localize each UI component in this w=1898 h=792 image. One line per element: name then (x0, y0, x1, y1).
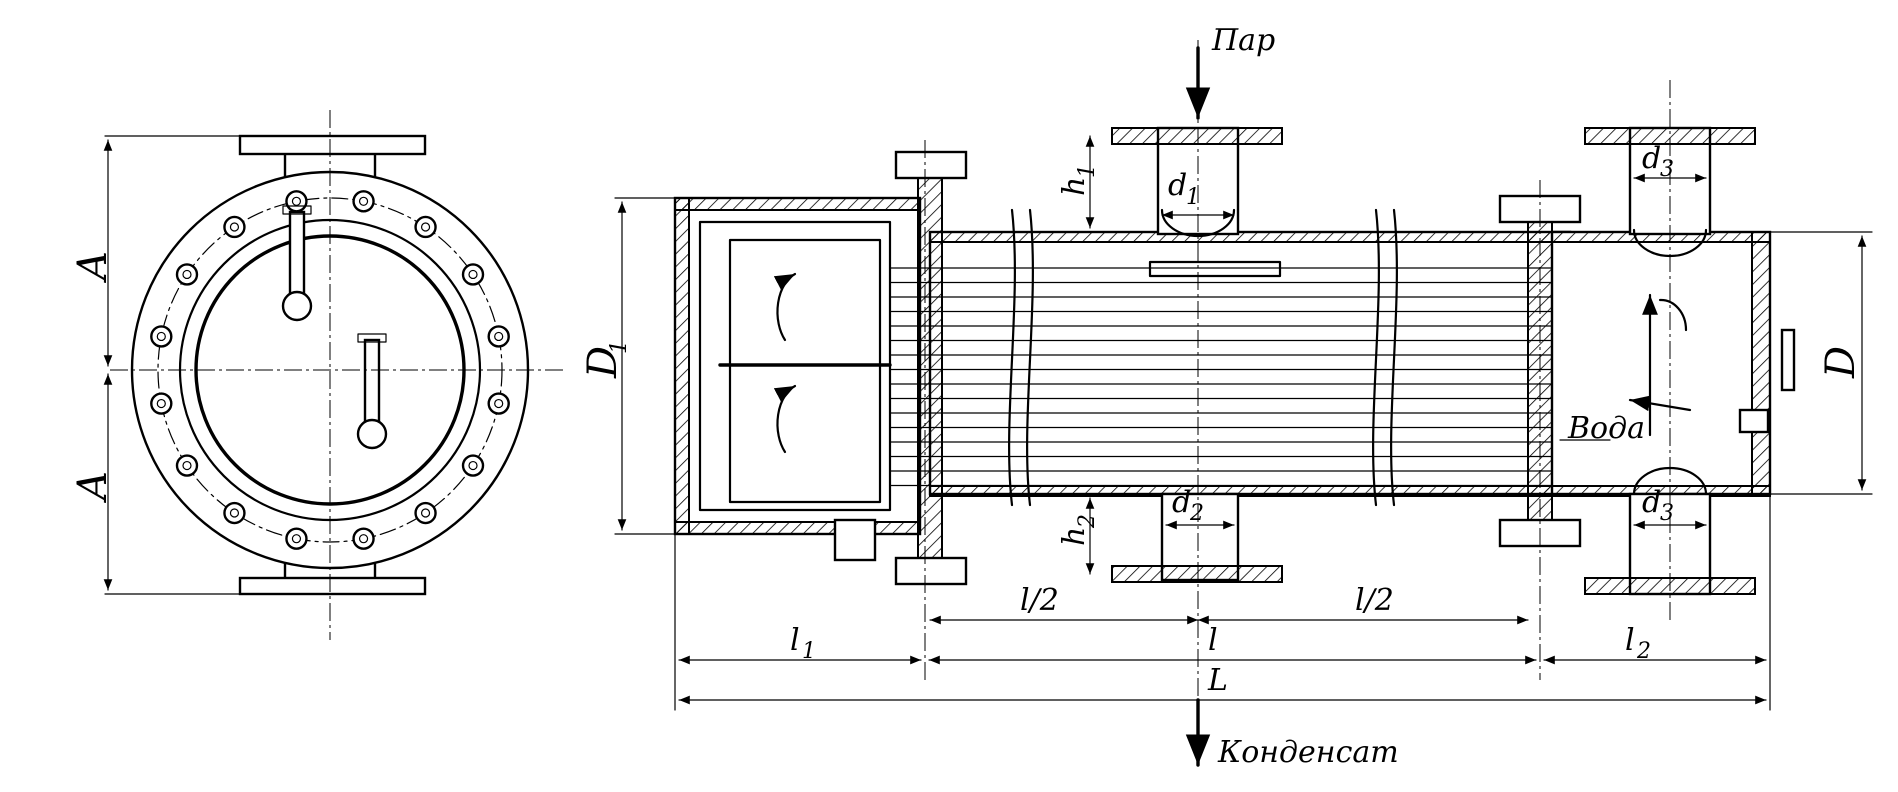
flange-bolt (285, 190, 308, 213)
flange-bolt-hole (468, 460, 478, 471)
d3-bottom-label: d (1642, 485, 1661, 520)
flange-bolt-hole (156, 398, 166, 409)
shell (928, 230, 1572, 496)
flange-bolt (150, 392, 173, 415)
vent-handle (1780, 328, 1796, 392)
h1-sub: 1 (1075, 164, 1100, 178)
bottom-nozzle-flange (238, 576, 427, 596)
half-left-label: l/2 (1020, 583, 1059, 618)
l1-label: l (790, 623, 800, 658)
head-flow-arrow-lower (773, 384, 797, 454)
dim-a-top-label: A (70, 251, 116, 284)
flange-bolt (414, 215, 437, 239)
bolt-left-top (894, 150, 968, 180)
flange-bolt-hole (468, 269, 478, 280)
l-label: l (1208, 623, 1218, 658)
flange-bolt-hole (229, 508, 240, 518)
condensate-label: Конденсат (1217, 735, 1399, 770)
impingement-plate (1148, 260, 1282, 278)
sight-glass-upper (288, 210, 306, 300)
water-flow-arrow (1628, 395, 1692, 412)
head-diameter-label: D (580, 346, 626, 379)
steam-label: Пар (1211, 23, 1275, 58)
tube-sheet-left (917, 174, 943, 566)
floating-chamber (728, 238, 882, 504)
top-nozzle-flange (238, 134, 427, 156)
head-cover (674, 197, 690, 535)
h1-label: h (1057, 177, 1092, 196)
flange-bolt (352, 527, 375, 550)
d2-sub: 2 (1189, 501, 1204, 526)
side-view: Пар Конденсат Вода d 1 d 2 d 3 d 3 h 1 h… (580, 23, 1873, 770)
d1-label: d (1168, 168, 1187, 203)
l2-label: l (1625, 623, 1635, 658)
shell-wall-top (929, 231, 1571, 243)
l2-sub: 2 (1636, 639, 1651, 664)
drain-nozzle-head (833, 518, 877, 562)
flange-bolt-hole (229, 222, 240, 232)
flange-bolt (175, 454, 199, 477)
flange-bolt (487, 325, 510, 348)
flange-bolt (487, 392, 510, 415)
flange-bolt-hole (494, 331, 504, 342)
sight-glass-lower-valve (356, 418, 388, 450)
flange-bolt-hole (358, 534, 369, 544)
steam-nozzle-bottom (1160, 208, 1236, 238)
shell-wall-bottom (929, 485, 1571, 497)
return-chamber-cover (1751, 231, 1771, 495)
break-lines (1008, 208, 1398, 507)
steam-nozzle-flange (1111, 127, 1283, 145)
d3-top-sub: 3 (1660, 157, 1674, 182)
shell-diameter-label: D (1818, 346, 1864, 379)
flange-bolts (150, 190, 510, 550)
flange-bolt (352, 190, 375, 213)
condensate-nozzle-flange (1111, 565, 1283, 583)
l1-sub: 1 (802, 639, 816, 664)
return-chamber (1550, 230, 1772, 496)
sight-glass-upper-cap (282, 205, 312, 215)
flange-bolt (461, 263, 485, 286)
tube-bundle (889, 267, 1553, 487)
head-diameter-sub: 1 (607, 340, 632, 354)
water-label: Вода (1567, 411, 1645, 446)
sight-glass-lower (363, 338, 381, 428)
end-view: A A (70, 110, 565, 640)
h2-label: h (1057, 527, 1092, 546)
flange-bolt (150, 325, 173, 348)
sight-glass-lower-cap (357, 333, 387, 343)
head-flow-arrow-upper (773, 272, 797, 342)
return-flow-arc (1658, 298, 1688, 332)
flange-bolt-hole (182, 269, 192, 280)
flange-bolt-hole (358, 196, 369, 206)
d2-label: d (1172, 485, 1191, 520)
flange-bolt (461, 454, 485, 477)
flange-bolt (285, 527, 308, 550)
flange-bolt-hole (156, 331, 166, 342)
h2-sub: 2 (1075, 514, 1100, 529)
flange-bolt (175, 263, 199, 286)
flange-bolt-hole (420, 222, 431, 232)
flange-bolt-hole (420, 508, 431, 518)
half-right-label: l/2 (1355, 583, 1394, 618)
dim-a-bottom-label: A (70, 471, 116, 504)
d3-bottom-sub: 3 (1660, 501, 1674, 526)
drain-valve (1738, 408, 1770, 434)
d3-top-label: d (1642, 141, 1661, 176)
flange-bolt-hole (291, 196, 302, 206)
flange-bolt (223, 215, 246, 239)
flange-bolt (223, 501, 246, 525)
flange-bolt-hole (494, 398, 504, 409)
flange-bolt-hole (291, 534, 302, 544)
bolt-left-bottom (894, 556, 968, 586)
sight-glass-upper-valve (281, 290, 313, 322)
overall-length-label: L (1207, 663, 1228, 698)
flange-bolt (414, 501, 437, 525)
flange-bolt-hole (182, 460, 192, 471)
d1-sub: 1 (1186, 185, 1200, 210)
head-wall-top (674, 197, 921, 211)
head-wall-bottom (674, 521, 921, 535)
